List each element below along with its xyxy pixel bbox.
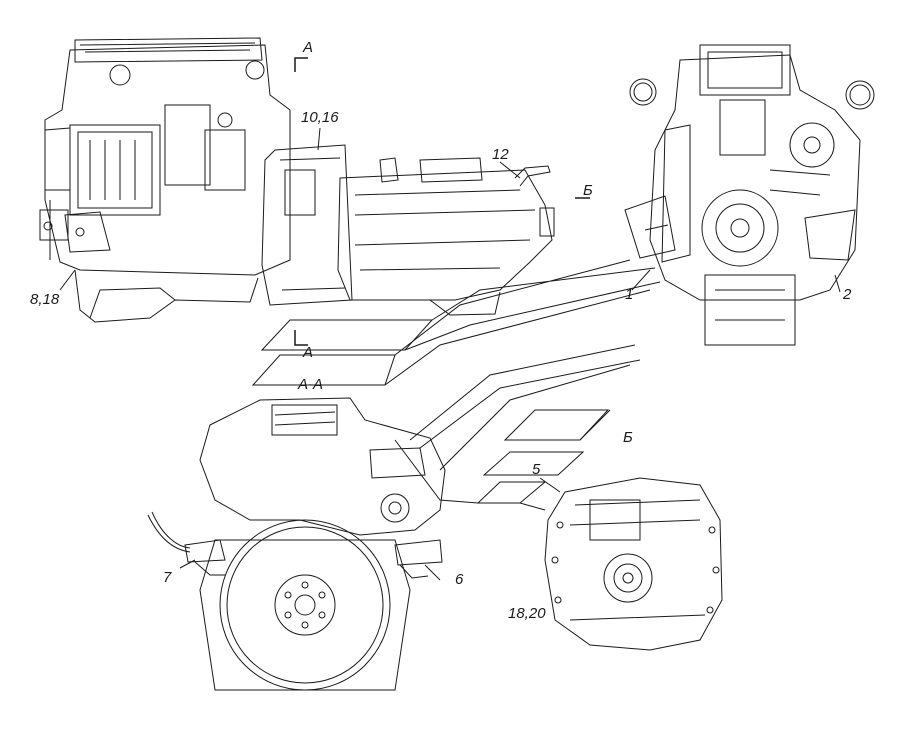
front-crank-pulley	[701, 189, 779, 267]
flywheel	[219, 519, 391, 691]
callout-6: 6	[455, 571, 464, 588]
leader-parallelogram-2	[260, 319, 434, 351]
front-mount-bracket-left	[624, 195, 676, 259]
callout-18-20: 18,20	[508, 605, 546, 622]
section-markers	[294, 57, 590, 346]
section-mount-right	[394, 539, 443, 566]
front-mount-bracket-right	[804, 209, 856, 261]
section-a-top-letter: А	[303, 39, 314, 56]
leader-parallelogram-5	[503, 409, 610, 441]
side-view-engine-gearbox	[39, 37, 555, 323]
engine-block-outline	[44, 44, 291, 276]
callout-5: 5	[532, 461, 541, 478]
section-a-top-marker	[294, 57, 308, 72]
front-view-engine	[624, 44, 875, 346]
engine-mount-left-bracket	[64, 211, 111, 253]
section-a-a-view	[147, 397, 446, 691]
front-fan-hub	[845, 80, 875, 110]
callout-10-16: 10,16	[301, 109, 339, 126]
intake-manifold	[69, 124, 161, 216]
section-a-bottom-marker	[294, 330, 308, 346]
cylinder-head	[74, 37, 263, 63]
section-b-letter: Б	[583, 182, 593, 199]
view-b-gearbox-end	[544, 477, 723, 651]
callout-7: 7	[163, 569, 172, 586]
callout-2: 2	[843, 286, 852, 303]
callout-12: 12	[492, 146, 509, 163]
gearbox-end-housing	[544, 477, 723, 651]
front-engine-oil-pan	[704, 274, 796, 346]
front-engine-outline	[649, 54, 861, 301]
gearbox-housing	[337, 169, 553, 301]
oil-pan	[74, 269, 259, 323]
detail-leaders	[251, 259, 661, 511]
view-b-title: Б	[623, 429, 633, 446]
leader-parallelogram-3	[482, 451, 585, 476]
gear-shift-lever	[514, 165, 551, 187]
section-a-a-title: А-А	[298, 376, 324, 393]
clutch-bellhousing	[261, 144, 353, 306]
callout-1: 1	[625, 286, 634, 303]
callout-leaders	[59, 127, 841, 581]
callout-8-18: 8,18	[30, 291, 60, 308]
section-mount-left	[184, 539, 226, 563]
leader-parallelogram-1	[251, 354, 396, 386]
leader-parallelogram-4	[476, 481, 547, 504]
leader-lines-fan	[384, 259, 661, 386]
section-a-bottom-letter: А	[303, 344, 314, 361]
section-engine-top	[199, 397, 446, 536]
